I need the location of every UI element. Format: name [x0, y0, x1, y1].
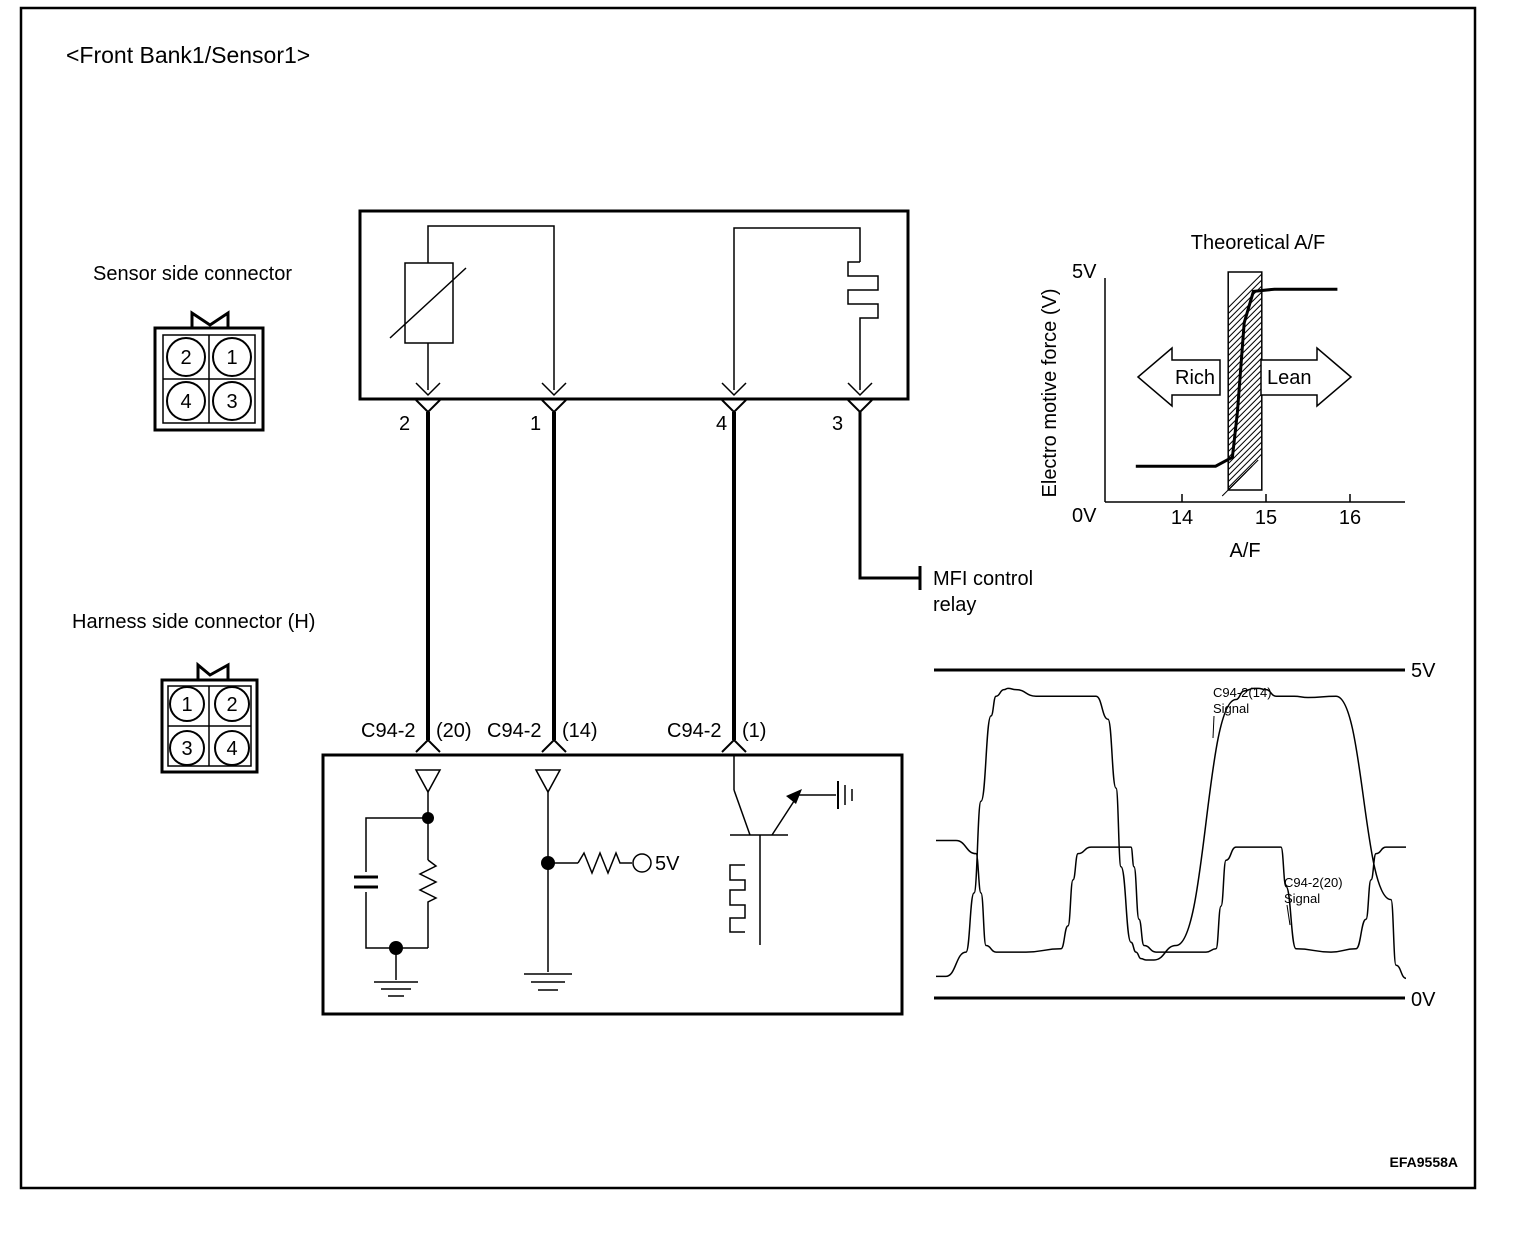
- sensor-terminal-number: 3: [832, 413, 843, 435]
- driver-pulse-icon: [729, 864, 746, 933]
- band-hatch: [1227, 435, 1263, 470]
- harness-pin-label: 1: [181, 694, 192, 716]
- sensor-connector-label: Sensor side connector: [93, 263, 292, 285]
- level-0v-label: 0V: [1411, 989, 1436, 1011]
- band-hatch: [1227, 393, 1263, 428]
- level-5v-label: 5V: [1411, 660, 1436, 682]
- harness-wires: [415, 399, 922, 740]
- supply-terminal-icon: [632, 853, 652, 873]
- band-hatch: [1227, 453, 1263, 488]
- band-hatch: [1227, 447, 1263, 482]
- band-hatch: [1227, 357, 1263, 392]
- band-hatch: [1227, 399, 1263, 434]
- ground-icon: [524, 973, 572, 991]
- ecm-terminal-connector: C94-2: [667, 720, 721, 742]
- sensor-connector-icon: 2 1 4 3: [153, 310, 265, 432]
- af-y-tick-max: 5V: [1072, 261, 1097, 283]
- af-x-tick-label: 14: [1171, 507, 1193, 529]
- band-hatch: [1227, 279, 1263, 314]
- ground-icon: [374, 981, 418, 997]
- band-hatch: [1227, 483, 1235, 491]
- lean-label: Lean: [1267, 367, 1312, 389]
- ecm-terminal-pin: (14): [562, 720, 598, 742]
- band-hatch: [1227, 363, 1263, 398]
- af-chart-ylabel: Electro motive force (V): [1039, 289, 1061, 498]
- rich-label: Rich: [1175, 367, 1215, 389]
- chassis-ground-icon: [837, 781, 853, 809]
- af-chart-title: Theoretical A/F: [1191, 232, 1326, 254]
- band-hatch: [1227, 387, 1263, 422]
- ecm-box: [321, 738, 904, 1016]
- signal-20-label: C94-2(20)Signal: [1284, 875, 1343, 906]
- af-curve: [1135, 287, 1338, 468]
- af-chart-xlabel: A/F: [1229, 540, 1260, 562]
- band-hatch: [1227, 315, 1263, 350]
- outer-frame: [19, 6, 1477, 1190]
- af-x-tick-label: 15: [1255, 507, 1277, 529]
- transistor-icon: [733, 789, 751, 836]
- band-hatch: [1227, 291, 1263, 326]
- supply-voltage-label: 5V: [655, 853, 680, 875]
- sensor-terminal-number: 1: [530, 413, 541, 435]
- sensor-pin-label: 4: [180, 391, 191, 413]
- sensing-element-icon: [404, 262, 454, 344]
- band-hatch: [1227, 381, 1263, 416]
- pullup-resistor-icon: [577, 850, 632, 876]
- sensor-terminal-number: 4: [716, 413, 727, 435]
- heater-element-icon: [847, 261, 879, 390]
- harness-connector-icon: 1 2 3 4: [160, 661, 259, 774]
- band-hatch: [1227, 321, 1263, 356]
- resistor-icon: [418, 859, 438, 948]
- band-hatch: [1227, 351, 1263, 386]
- band-hatch: [1227, 345, 1263, 380]
- sensor-pin-label: 3: [226, 391, 237, 413]
- signal-waveform-chart: 5V 0V C94-2(14)Signal C94-2(20)Signal: [934, 660, 1436, 1011]
- band-hatch: [1227, 339, 1263, 374]
- stoichiometric-band: [1221, 271, 1263, 497]
- harness-pin-label: 2: [226, 694, 237, 716]
- af-characteristic-chart: Theoretical A/F Electro motive force (V)…: [1039, 232, 1405, 562]
- band-hatch: [1227, 369, 1263, 404]
- ecm-terminal-connector: C94-2: [361, 720, 415, 742]
- ecm-terminal-pin: (1): [742, 720, 766, 742]
- ecm-terminal-pin: (20): [436, 720, 472, 742]
- harness-pin-label: 3: [181, 738, 192, 760]
- sensor-terminal-number: 2: [399, 413, 410, 435]
- signal-14-waveform: [936, 687, 1407, 980]
- band-hatch: [1227, 273, 1263, 308]
- relay-label: MFI control: [933, 568, 1033, 590]
- sensor-pin-label: 1: [226, 347, 237, 369]
- band-hatch: [1221, 489, 1229, 497]
- harness-pin-label: 4: [226, 738, 237, 760]
- oxygen-sensor-box: [358, 209, 910, 401]
- relay-label: relay: [933, 594, 976, 616]
- band-hatch: [1227, 333, 1263, 368]
- figure-code: EFA9558A: [1390, 1154, 1458, 1170]
- band-hatch: [1227, 327, 1263, 362]
- sensor-pin-label: 2: [180, 347, 191, 369]
- harness-connector-label: Harness side connector (H): [72, 611, 315, 633]
- signal-20-waveform: [936, 839, 1406, 953]
- lean-arrow-icon: [1260, 346, 1353, 408]
- band-hatch: [1227, 375, 1263, 410]
- diagram-title: <Front Bank1/Sensor1>: [66, 42, 310, 68]
- af-x-tick-label: 16: [1339, 507, 1361, 529]
- band-hatch: [1227, 441, 1263, 476]
- signal-14-label: C94-2(14)Signal: [1213, 685, 1272, 716]
- ecm-terminal-connector: C94-2: [487, 720, 541, 742]
- af-y-tick-min: 0V: [1072, 505, 1097, 527]
- rich-arrow-icon: [1136, 346, 1221, 408]
